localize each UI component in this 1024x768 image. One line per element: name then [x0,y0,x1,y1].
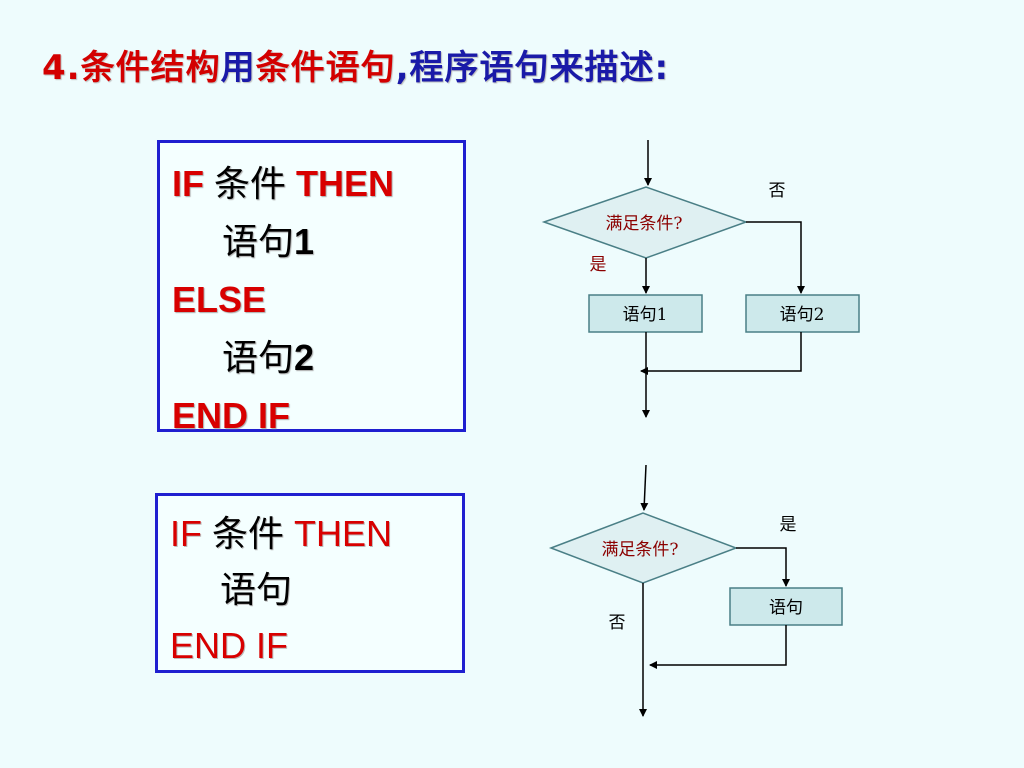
no-label: 否 [609,613,626,633]
decision-label: 满足条件? [601,540,678,560]
keyword-end-if: END IF [170,625,289,666]
statement-text: 语句 [220,570,293,611]
code-line-if: IF 条件 THEN [170,506,462,562]
yes-label: 是 [780,515,797,535]
code-line-statement2: 语句2 [172,329,463,387]
statement2-box-label: 语句2 [780,305,825,325]
statement1-text: 语句 [222,222,295,263]
title-number: 4. [42,48,81,88]
keyword-if: IF [170,513,202,554]
statement2-text: 语句 [222,338,295,379]
code-line-endif: END IF [172,387,463,445]
statement-box-label: 语句 [769,598,803,618]
keyword-end-if: END IF [172,395,291,436]
title-part-condition-statement: 条件语句 [255,48,396,88]
no-branch-arrow [746,221,805,294]
title-part-describe: 程序语句来描述 [409,48,655,88]
keyword-then: THEN [296,163,395,204]
yes-branch-arrow [736,547,790,587]
statement2-number: 2 [294,337,315,378]
title-part-condition-structure: 条件结构 [80,48,221,88]
decision-label: 满足条件? [605,214,682,234]
yes-label: 是 [590,255,607,275]
merge-arrow [640,332,802,375]
title-part-use: 用 [220,48,256,88]
keyword-if: IF [172,163,204,204]
code-condition: 条件 [212,514,285,555]
code-line-if: IF 条件 THEN [172,155,463,213]
code-line-endif: END IF [170,618,462,674]
title-comma: , [395,48,410,88]
code-line-else: ELSE [172,271,463,329]
if-else-code-panel: IF 条件 THEN 语句1 ELSE 语句2 END IF [157,140,466,436]
keyword-then: THEN [294,513,393,554]
if-then-code-panel: IF 条件 THEN 语句 END IF [155,493,465,673]
statement2-box [745,294,860,333]
no-label: 否 [769,181,786,201]
statement-box [729,587,843,626]
statement1-box-label: 语句1 [623,305,668,325]
entry-arrow [640,464,649,511]
title-colon: : [654,48,670,88]
if-then-flowchart: 满足条件? 是 语句 否 [548,464,843,717]
keyword-else: ELSE [172,279,267,320]
code-condition: 条件 [214,164,287,205]
code-line-statement: 语句 [170,562,462,618]
merge-arrow [649,625,787,669]
slide-title: 4.条件结构用条件语句,程序语句来描述: [42,40,669,89]
code-line-statement1: 语句1 [172,213,463,271]
if-else-flowchart: 满足条件? 否 是 语句1 语句2 [541,140,860,418]
statement1-number: 1 [294,221,315,262]
